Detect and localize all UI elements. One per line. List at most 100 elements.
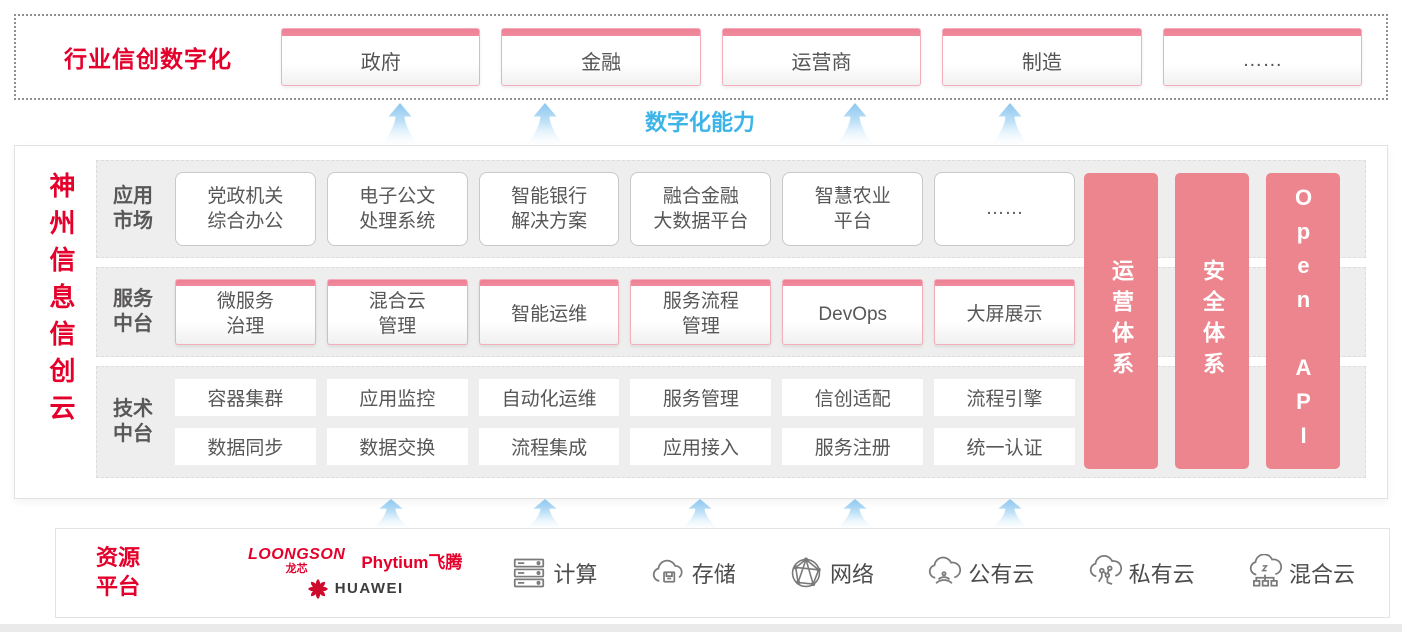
- tech-boxes: 容器集群 应用监控 自动化运维 服务管理: [175, 379, 1075, 465]
- tech-item-label: 服务注册: [814, 438, 891, 459]
- huawei-flower-icon: [307, 578, 328, 599]
- tech-boxes-top: 容器集群 应用监控 自动化运维 服务管理: [175, 379, 1075, 416]
- app-market-item: 党政机关 综合办公: [175, 172, 316, 246]
- resource-item-label: 私有云: [1128, 562, 1195, 587]
- tech-item-label: 数据交换: [359, 438, 436, 459]
- huawei-logo-text: HUAWEI: [334, 580, 404, 597]
- service-item-label: 服务流程 管理: [662, 291, 739, 337]
- tech-item-label: 流程引擎: [966, 389, 1043, 410]
- tech-item: 服务管理: [630, 379, 772, 416]
- tech-item-label: 服务管理: [662, 389, 739, 410]
- app-market-item: 融合金融 大数据平台: [630, 172, 772, 246]
- service-boxes: 微服务 治理 混合云 管理 智能运维 服务流程 管理: [175, 279, 1075, 345]
- service-item-label: 混合云 管理: [368, 291, 426, 337]
- app-market-item-label: ……: [985, 198, 1024, 220]
- service-item: 大屏展示: [934, 279, 1075, 345]
- resource-panel: 资源平台 LOONGSON 龙芯 Phytium飞腾: [55, 528, 1390, 618]
- up-arrow-icon: [368, 499, 414, 529]
- industry-box-label: 金融: [581, 52, 622, 74]
- industry-box: 运营商: [721, 28, 922, 86]
- up-arrow-icon: [677, 499, 723, 529]
- resource-item-network: 网络: [787, 554, 874, 592]
- service-item: 智能运维: [478, 279, 620, 345]
- industry-boxes: 政府 金融 运营商 制造 ……: [281, 28, 1363, 86]
- app-market-item-label: 智能银行 解决方案: [511, 185, 588, 232]
- resource-item-label: 公有云: [968, 562, 1035, 587]
- resource-panel-label: 资源平台: [96, 545, 141, 599]
- industry-box: 政府: [281, 28, 481, 86]
- industry-box-label: 制造: [1021, 52, 1062, 74]
- tech-item-label: 数据同步: [207, 438, 284, 459]
- tech-item-label: 统一认证: [966, 438, 1043, 459]
- app-market-item-label: 电子公文 处理系统: [359, 185, 436, 232]
- app-market-item-label: 智慧农业 平台: [814, 185, 891, 232]
- service-item-label: 大屏展示: [966, 303, 1043, 325]
- up-arrow-icon: [987, 103, 1033, 145]
- row-app-market-label: 应用市场: [113, 185, 153, 232]
- huawei-logo: HUAWEI: [307, 578, 404, 600]
- tech-item-label: 自动化运维: [501, 389, 597, 410]
- service-item: DevOps: [782, 279, 924, 345]
- bottom-strip: [0, 624, 1402, 632]
- tech-item-label: 信创适配: [814, 389, 891, 410]
- loongson-logo-text: LOONGSON: [248, 545, 346, 563]
- tech-item: 流程集成: [478, 428, 620, 465]
- resource-item-label: 计算: [553, 562, 598, 587]
- app-market-item-label: 融合金融 大数据平台: [653, 185, 749, 232]
- up-arrow-icon: [832, 499, 878, 529]
- tech-item-label: 应用接入: [662, 438, 739, 459]
- tech-item-label: 容器集群: [207, 389, 284, 410]
- tech-item: 应用接入: [630, 428, 772, 465]
- tech-item: 数据同步: [175, 428, 316, 465]
- platform-panel: 神州信息信创云 应用市场 党政机关 综合办公 电子公文 处理系统: [14, 145, 1388, 499]
- app-market-item-label: 党政机关 综合办公: [207, 185, 284, 232]
- resource-item-private-cloud: 私有云: [1086, 554, 1195, 592]
- platform-side-title: 神州信息信创云: [46, 172, 76, 431]
- tech-item-label: 应用监控: [359, 389, 436, 410]
- app-market-item: ……: [934, 172, 1075, 246]
- app-market-item: 智能银行 解决方案: [478, 172, 620, 246]
- app-market-item: 电子公文 处理系统: [326, 172, 468, 246]
- service-item-label: 智能运维: [511, 303, 588, 325]
- service-item-label: 微服务 治理: [216, 291, 274, 337]
- resource-item-label: 混合云: [1288, 562, 1355, 587]
- resource-item-compute: 计算: [510, 554, 597, 592]
- tech-item: 容器集群: [175, 379, 316, 416]
- tech-item: 数据交换: [326, 428, 468, 465]
- tech-item: 流程引擎: [934, 379, 1075, 416]
- loongson-logo-subtext: 龙芯: [285, 562, 308, 575]
- industry-band: 行业信创数字化 政府 金融 运营商 制造 ……: [14, 14, 1388, 100]
- resource-item-label: 存储: [691, 562, 736, 587]
- industry-band-title: 行业信创数字化: [64, 46, 232, 72]
- industry-box-label: ……: [1242, 49, 1283, 71]
- up-arrow-icon: [522, 103, 568, 145]
- service-item: 混合云 管理: [326, 279, 468, 345]
- industry-box: ……: [1162, 28, 1363, 86]
- up-arrow-icon: [522, 499, 568, 529]
- industry-box-label: 政府: [360, 52, 401, 74]
- tech-item: 自动化运维: [478, 379, 620, 416]
- resource-item-storage: 存储: [649, 554, 736, 592]
- pillar-label: Open API: [1291, 185, 1316, 457]
- up-arrow-icon: [377, 103, 423, 145]
- hybrid-cloud-icon: [1249, 554, 1283, 587]
- row-tech-platform-label: 技术中台: [113, 398, 153, 445]
- tech-item: 统一认证: [934, 428, 1075, 465]
- app-market-boxes: 党政机关 综合办公 电子公文 处理系统 智能银行 解决方案 融合金融 大数据平台: [175, 172, 1075, 246]
- tech-item: 应用监控: [326, 379, 468, 416]
- tech-item: 服务注册: [782, 428, 924, 465]
- pillar-label: 运营体系: [1109, 259, 1134, 383]
- private-cloud-icon: [1089, 555, 1122, 585]
- industry-box: 制造: [942, 28, 1142, 86]
- pillar-bar: Open API: [1266, 173, 1340, 469]
- compute-icon: [514, 558, 545, 588]
- resource-item-label: 网络: [830, 562, 875, 587]
- service-item: 服务流程 管理: [630, 279, 772, 345]
- tech-item-label: 流程集成: [511, 438, 588, 459]
- tech-item: 信创适配: [782, 379, 924, 416]
- up-arrow-icon: [832, 103, 878, 145]
- pillar-label: 安全体系: [1200, 259, 1225, 383]
- service-item-label: DevOps: [818, 303, 888, 325]
- vendor-line: LOONGSON 龙芯 Phytium飞腾: [248, 545, 462, 575]
